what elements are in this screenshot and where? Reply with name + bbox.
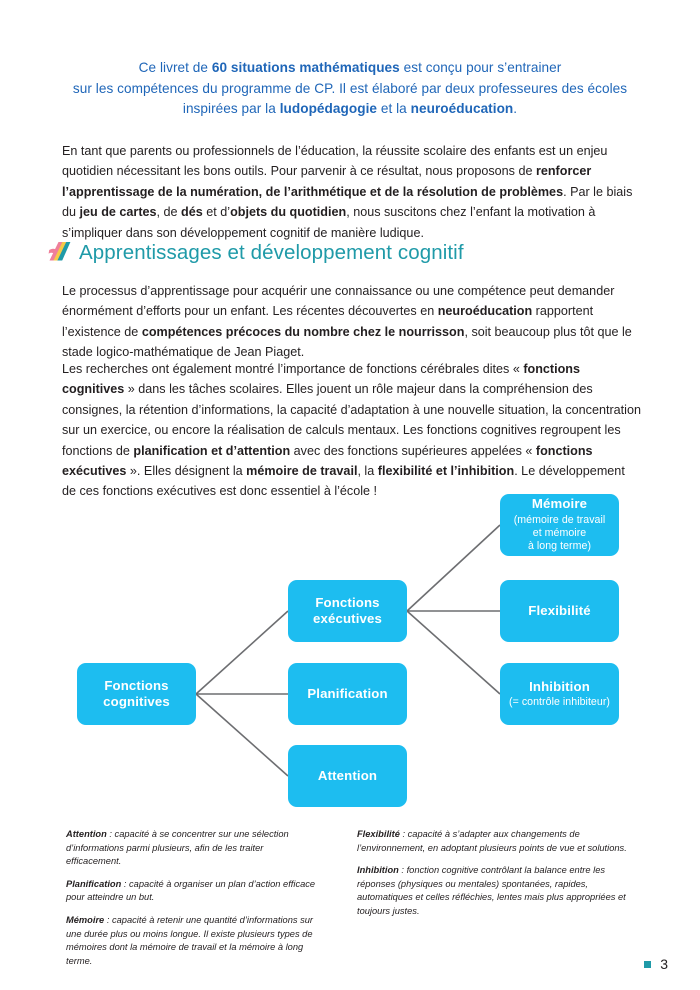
edge-cognitives-executives xyxy=(195,610,289,695)
glossary-separator: : xyxy=(104,914,112,925)
node-title-line-1: Fonctions xyxy=(104,677,169,693)
node-title-line-2: exécutives xyxy=(313,611,382,626)
glossary-term: Flexibilité xyxy=(357,829,400,839)
diagram-node-fonctions-executives[interactable]: Fonctions exécutives xyxy=(288,580,407,642)
paragraph-text: Les recherches ont également montré l’im… xyxy=(62,362,524,376)
paragraph-text: avec des fonctions supérieures appelées … xyxy=(290,443,536,458)
paragraph-emphasis: fonctions exécutives xyxy=(62,443,593,479)
paragraph-text: . Le développement de ces fonctions exéc… xyxy=(62,464,625,499)
intro-line-1-emphasis: 60 situations mathématiques xyxy=(211,60,400,75)
node-title: Attention xyxy=(317,767,378,783)
glossary-definition: fonction cognitive contrôlant la balance… xyxy=(357,865,626,916)
glossary-definition: capacité à se concentrer sur une sélecti… xyxy=(66,829,289,867)
paragraph-emphasis: neuroéducation xyxy=(437,304,533,319)
glossary-entry-inhibition: Inhibition : fonction cognitive contrôla… xyxy=(357,864,627,918)
glossary-entry-flexibilite: Flexibilité : capacité à s’adapter aux c… xyxy=(357,828,627,855)
intro-line-3-emphasis-2: neuroéducation xyxy=(410,101,514,116)
diagram-node-flexibilite[interactable]: Flexibilité xyxy=(500,580,619,642)
paragraph-text: En tant que parents ou professionnels de… xyxy=(62,144,608,179)
glossary-term: Mémoire xyxy=(66,914,105,925)
paragraph-text: et d’ xyxy=(202,205,231,220)
intro-statement: Ce livret de 60 situations mathématiques… xyxy=(50,58,650,120)
glossary-separator: : xyxy=(399,829,408,839)
paragraph-emphasis: compétences précoces du nombre chez le n… xyxy=(141,324,465,339)
paragraph-text: , la xyxy=(357,464,378,479)
ribbon-icon xyxy=(48,242,71,261)
node-sub-line-2: et mémoire xyxy=(532,527,587,540)
paragraph-cognitive-functions: Les recherches ont également montré l’im… xyxy=(62,359,642,502)
glossary-separator: : xyxy=(121,878,130,889)
edge-executives-memoire xyxy=(406,524,501,612)
glossary-definition: capacité à organiser un plan d’action ef… xyxy=(66,878,316,903)
node-title: Inhibition xyxy=(529,678,590,694)
glossary-definition: capacité à s’adapter aux changements de … xyxy=(357,829,627,853)
diagram-node-attention[interactable]: Attention xyxy=(288,745,407,807)
glossary-term: Planification xyxy=(66,878,122,889)
intro-line-3-text-b: et la xyxy=(377,101,411,116)
diagram-node-memoire[interactable]: Mémoire (mémoire de travail et mémoire à… xyxy=(500,494,619,556)
paragraph-text: ». Elles désignent la xyxy=(126,464,247,479)
node-sub-line-1: (mémoire de travail xyxy=(513,513,606,526)
glossary-entry-attention: Attention : capacité à se concentrer sur… xyxy=(66,828,321,869)
paragraph-parents-professionals: En tant que parents ou professionnels de… xyxy=(62,141,642,243)
page-footer: 3 xyxy=(644,956,668,972)
paragraph-emphasis: fonctions cognitives xyxy=(62,362,580,397)
node-sub-line-3: à long terme) xyxy=(527,540,592,553)
paragraph-text: , de xyxy=(156,205,182,220)
paragraph-emphasis: renforcer l’apprentissage de la numérati… xyxy=(62,164,592,199)
cognitive-functions-diagram: Fonctions cognitives Fonctions exécutive… xyxy=(0,480,700,820)
section-heading-label: Apprentissages et développement cognitif xyxy=(79,240,464,264)
glossary-term: Attention xyxy=(66,829,107,839)
glossary-separator: : xyxy=(106,829,115,839)
intro-line-2: sur les compétences du programme de CP. … xyxy=(72,80,628,96)
node-title: Mémoire xyxy=(531,496,588,512)
intro-line-3-emphasis-1: ludopédagogie xyxy=(279,101,378,116)
node-title-line-1: Fonctions xyxy=(315,594,380,610)
glossary-column-right: Flexibilité : capacité à s’adapter aux c… xyxy=(357,828,627,919)
intro-line-3-text-a: inspirées par la xyxy=(182,101,280,116)
paragraph-learning-process: Le processus d’apprentissage pour acquér… xyxy=(62,281,642,363)
glossary-separator: : xyxy=(398,865,407,876)
paragraph-text: rapportent l’existence de xyxy=(62,304,594,339)
paragraph-text: , nous suscitons chez l’enfant la motiva… xyxy=(62,205,596,240)
glossary-definition: capacité à retenir une quantité d’inform… xyxy=(66,914,314,966)
paragraph-text: . Par le biais du xyxy=(62,184,633,220)
section-heading-apprentissages: Apprentissages et développement cognitif xyxy=(46,239,464,266)
intro-line-3-text-c: . xyxy=(513,101,518,116)
paragraph-text: » dans les tâches scolaires. Elles jouen… xyxy=(62,382,641,458)
paragraph-emphasis: jeu de cartes xyxy=(79,205,157,220)
edge-executives-inhibition xyxy=(406,610,501,695)
glossary-term: Inhibition xyxy=(357,865,399,876)
diagram-node-fonctions-cognitives[interactable]: Fonctions cognitives xyxy=(77,663,196,725)
node-title: Planification xyxy=(307,685,388,701)
paragraph-emphasis: dés xyxy=(181,205,203,220)
intro-line-1-text-a: Ce livret de xyxy=(138,60,212,75)
paragraph-emphasis: objets du quotidien xyxy=(230,205,347,220)
diagram-node-planification[interactable]: Planification xyxy=(288,663,407,725)
diagram-connector-lines xyxy=(195,524,501,777)
diagram-node-inhibition[interactable]: Inhibition (= contrôle inhibiteur) xyxy=(500,663,619,725)
paragraph-text: Le processus d’apprentissage pour acquér… xyxy=(62,284,615,319)
glossary-column-left: Attention : capacité à se concentrer sur… xyxy=(66,828,321,968)
node-title-line-2: cognitives xyxy=(103,694,170,709)
page-number: 3 xyxy=(660,956,668,972)
paragraph-emphasis: flexibilité et l’inhibition xyxy=(377,464,515,479)
node-sub: (= contrôle inhibiteur) xyxy=(509,696,610,709)
intro-line-1-text-b: est conçu pour s’entrainer xyxy=(399,60,562,75)
glossary-entry-memoire: Mémoire : capacité à retenir une quantit… xyxy=(66,914,321,968)
edge-cognitives-attention xyxy=(195,693,289,777)
node-title: Flexibilité xyxy=(528,602,591,618)
paragraph-emphasis: planification et d’attention xyxy=(133,443,291,458)
footer-square-marker-icon xyxy=(644,960,652,968)
paragraph-emphasis: mémoire de travail xyxy=(246,464,358,479)
paragraph-text: , soit beaucoup plus tôt que le stade lo… xyxy=(62,324,632,360)
glossary-entry-planification: Planification : capacité à organiser un … xyxy=(66,878,321,905)
